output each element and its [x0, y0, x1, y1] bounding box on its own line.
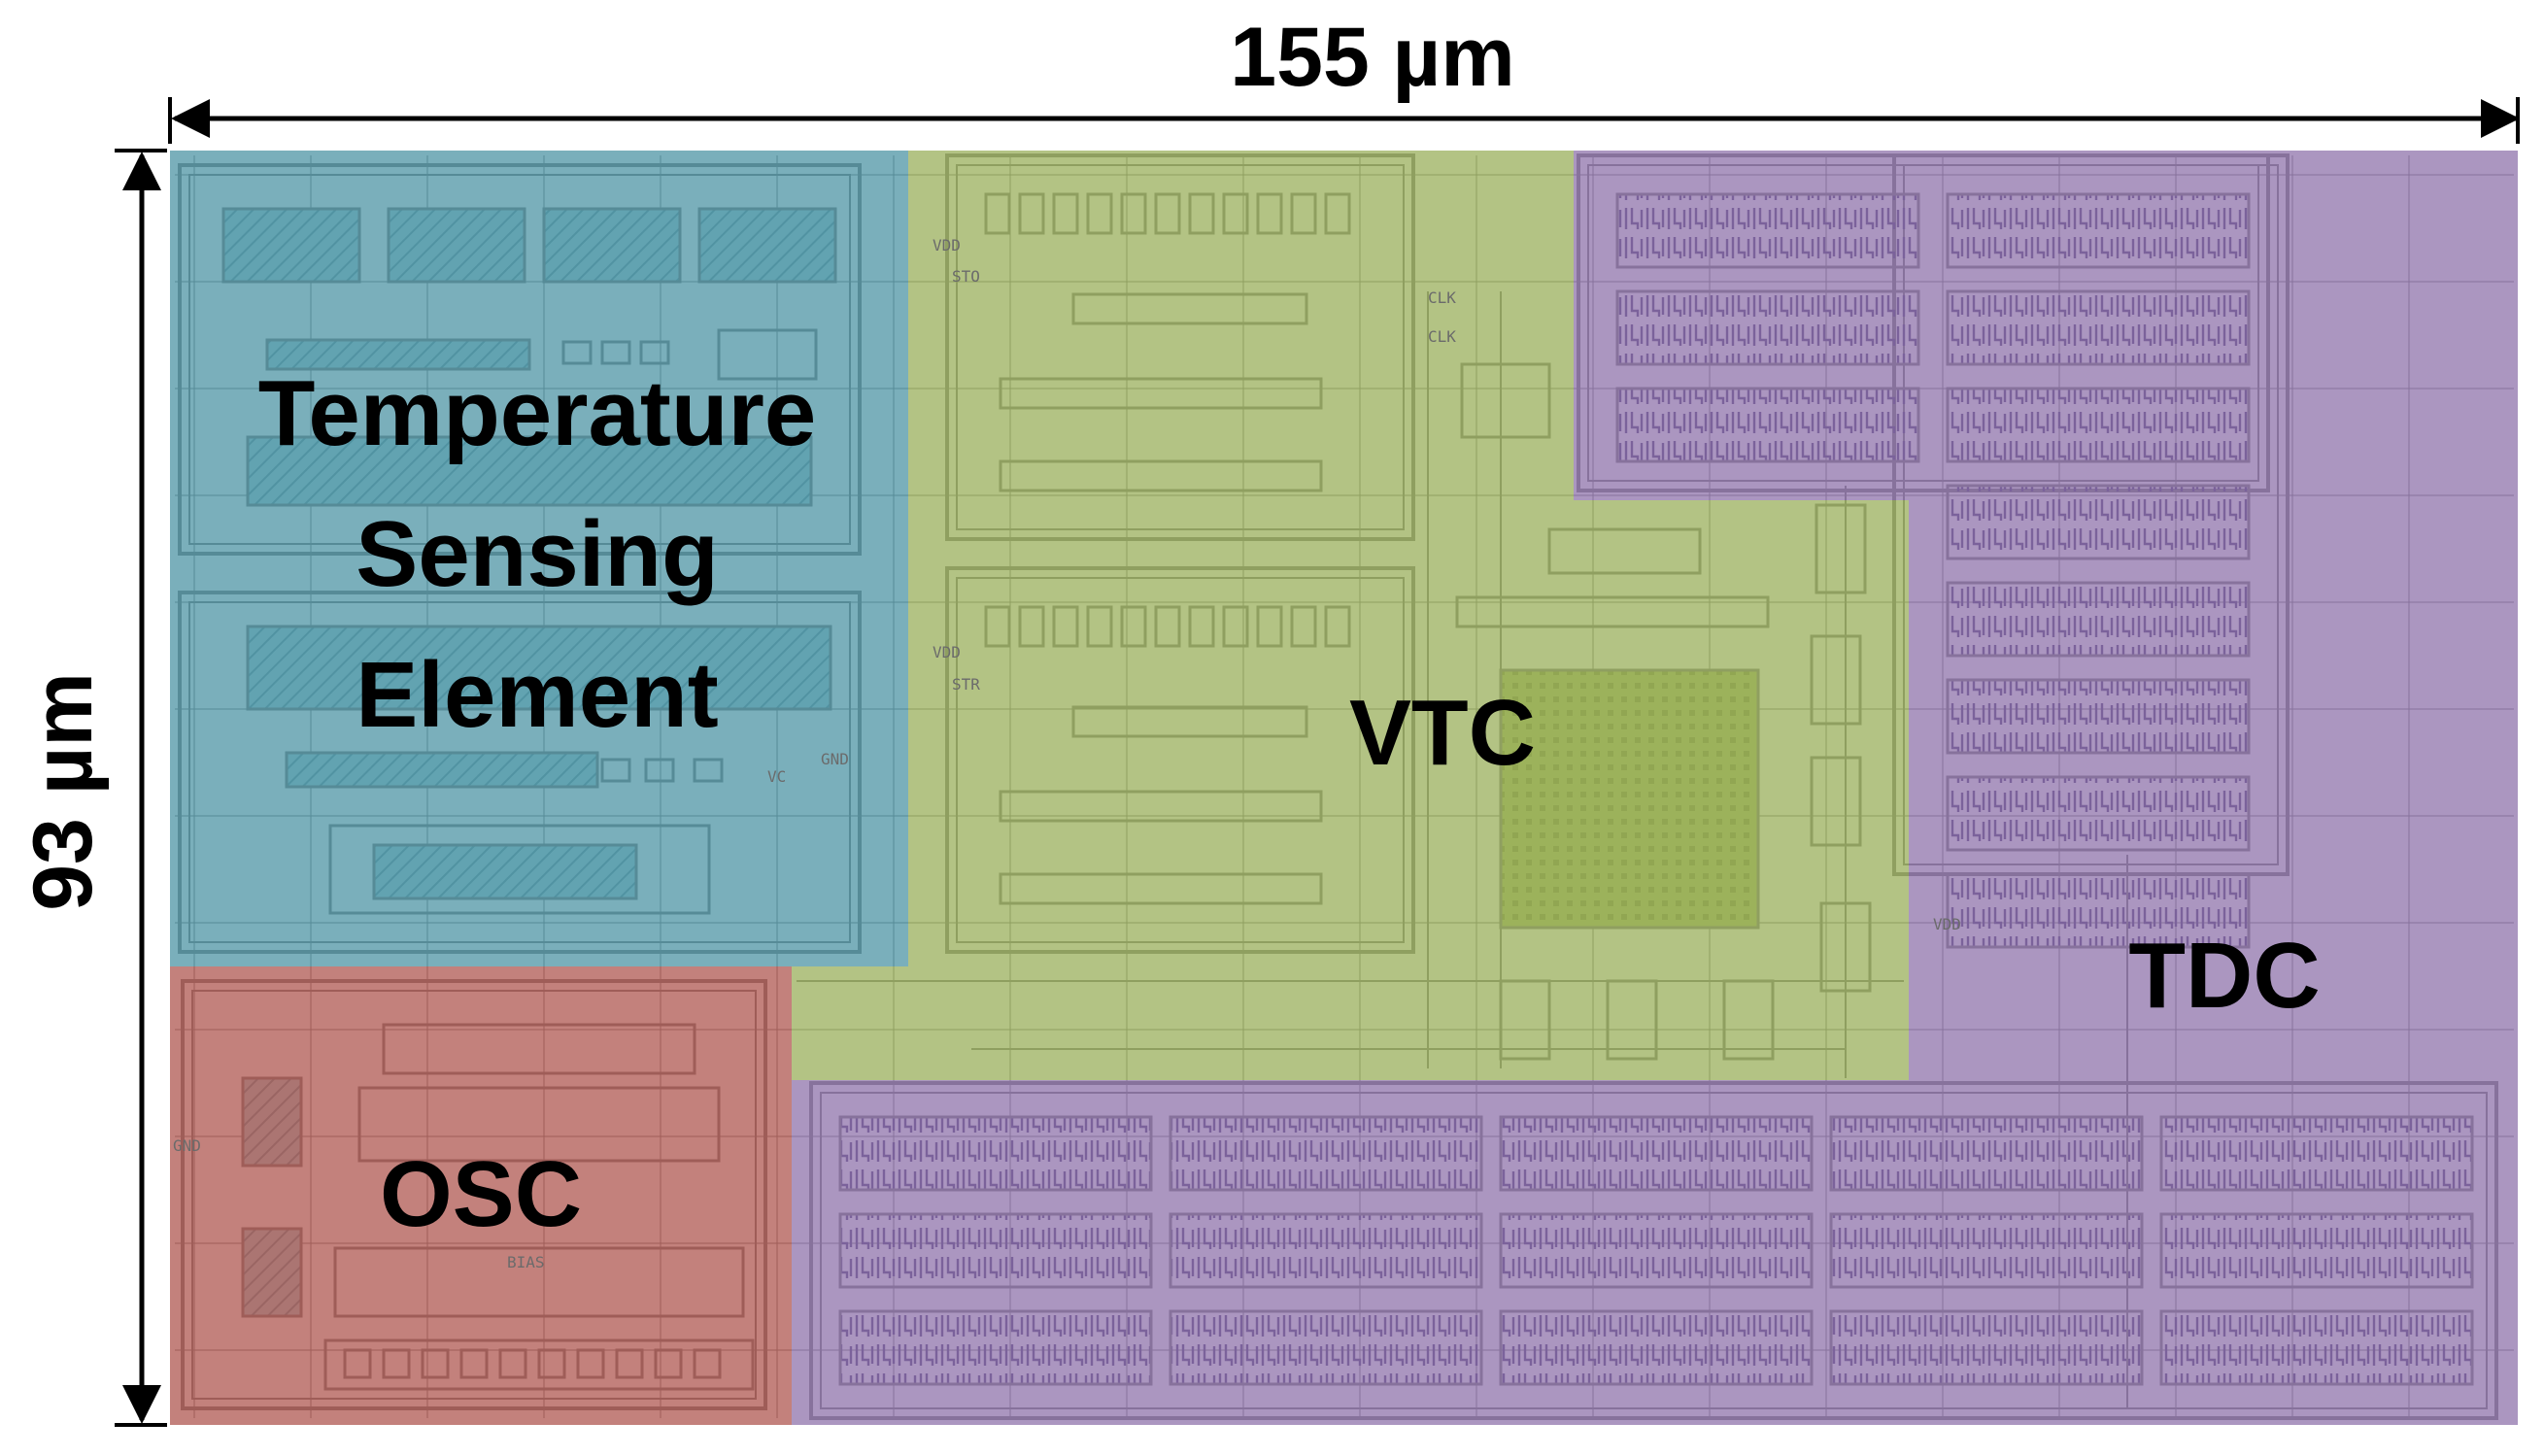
net-label-vdd-1: VDD [933, 236, 961, 254]
height-label: 93 µm [17, 672, 110, 911]
net-label-bias: BIAS [507, 1253, 545, 1271]
net-label-vc: VC [767, 767, 786, 786]
vtc-label: VTC [1349, 681, 1536, 785]
tdc-label: TDC [2128, 924, 2320, 1028]
net-label-gnd-2: GND [821, 750, 849, 768]
net-label-sto: STO [952, 267, 980, 286]
temperature-label-line2: Sensing [356, 502, 718, 606]
net-label-str: STR [952, 675, 980, 694]
net-label-gnd-1: GND [173, 1136, 201, 1155]
osc-region [170, 966, 792, 1425]
temperature-label-line1: Temperature [258, 361, 816, 465]
region-overlays [170, 151, 2518, 1425]
net-label-vdd-3: VDD [1933, 915, 1961, 933]
net-label-clk-1: CLK [1428, 288, 1456, 307]
temperature-region [170, 151, 908, 966]
net-label-vdd-2: VDD [933, 643, 961, 661]
osc-label: OSC [380, 1142, 582, 1246]
width-label: 155 µm [1230, 11, 1514, 104]
temperature-label-line3: Element [356, 643, 718, 747]
tdc-region [792, 151, 2518, 1425]
net-label-clk-2: CLK [1428, 327, 1456, 346]
vtc-region [792, 151, 1909, 1080]
